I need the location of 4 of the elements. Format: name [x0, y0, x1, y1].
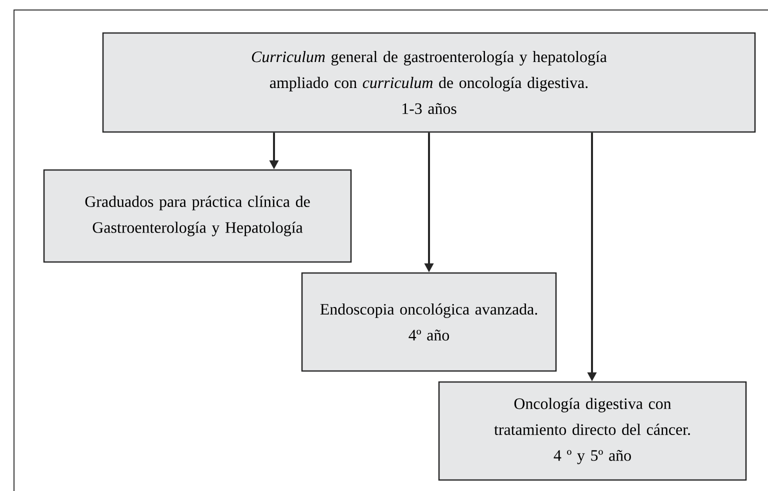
- process-box: Curriculum general de gastroenterología y hepatología ampliado con curriculum de oncología digestiva. 1-3 años: [102, 32, 756, 133]
- process-box: Graduados para práctica clínica de Gastroenterología y Hepatología: [43, 169, 352, 263]
- process-box: Oncología digestiva con tratamiento directo del cáncer. 4 º y 5º año: [438, 381, 747, 481]
- process-box: Endoscopia oncológica avanzada. 4º año: [301, 272, 557, 372]
